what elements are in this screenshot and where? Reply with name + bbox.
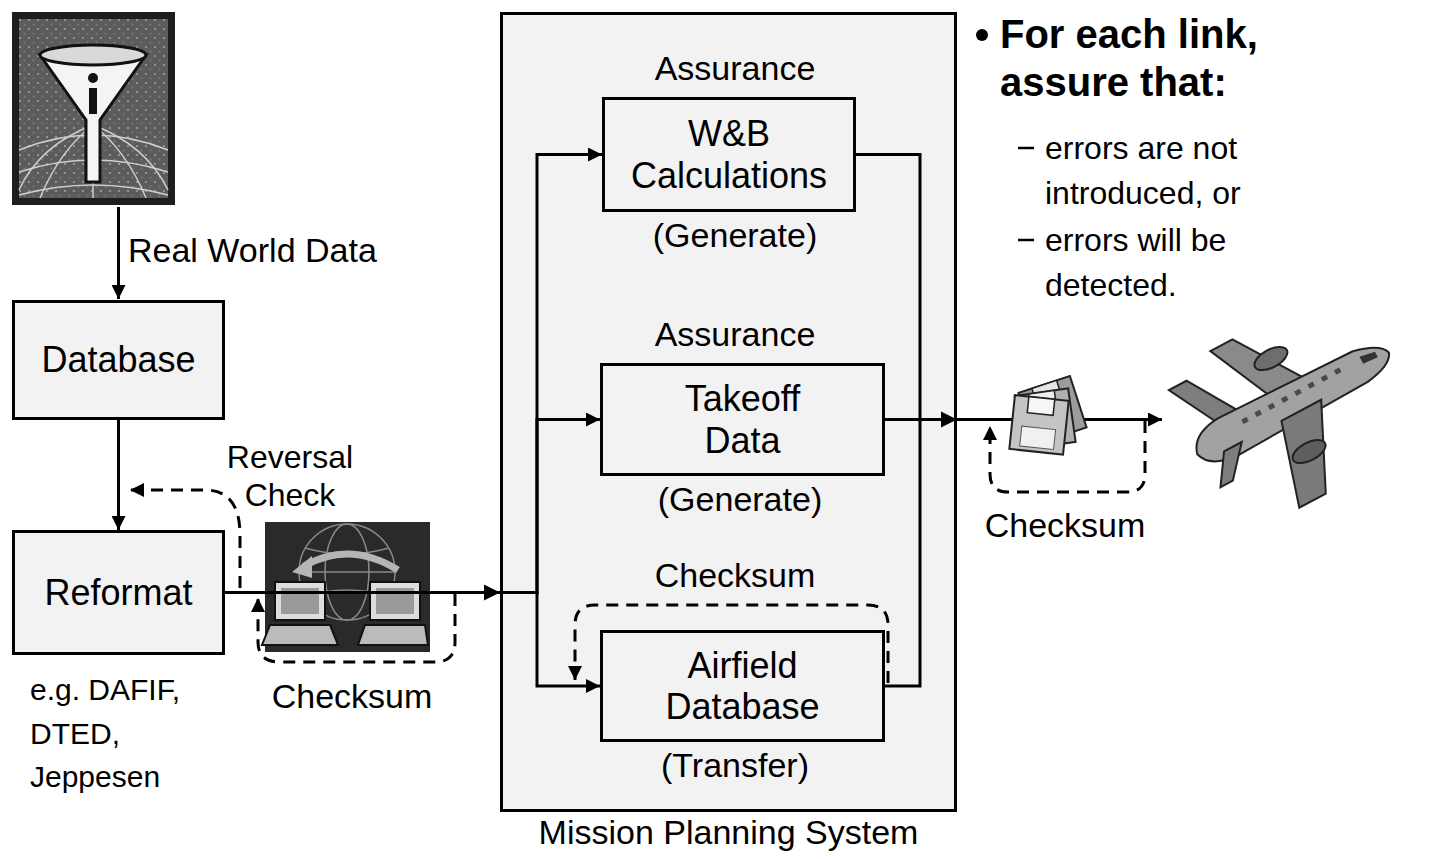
floppy-disk-icon — [1020, 426, 1056, 449]
airplane-picture — [1334, 368, 1342, 375]
info-funnel-icon — [19, 125, 93, 190]
annotation-label: e.g. DAFIF, DTED, Jeppesen — [30, 668, 205, 799]
floppy-disk-icon — [1027, 397, 1055, 416]
airplane-picture — [1289, 435, 1329, 468]
annotation-label: Checksum — [650, 555, 820, 596]
airplane-picture — [1268, 403, 1276, 410]
flow-connector — [225, 593, 600, 687]
floppy-disk-icon — [1009, 395, 1068, 454]
label-slot: errors are not introduced, or — [1045, 126, 1285, 216]
annotation-label: Real World Data — [128, 230, 408, 271]
annotation-label: Reversal Check — [210, 438, 370, 515]
label-slot: (Transfer) — [640, 745, 830, 786]
info-funnel-icon — [12, 12, 175, 205]
info-funnel-icon — [40, 55, 146, 182]
flow-connector — [225, 155, 602, 593]
label-slot: Checksum — [262, 676, 442, 717]
system-title: Mission Planning System — [503, 814, 954, 851]
airplane-picture — [1307, 382, 1315, 389]
flow-connector — [117, 420, 120, 530]
annotation-label: errors will be detected. — [1045, 218, 1285, 308]
label-slot: Assurance — [640, 314, 830, 355]
label-slot: (Generate) — [630, 215, 840, 256]
info-funnel-icon — [40, 45, 146, 65]
info-funnel-icon — [88, 73, 98, 83]
info-funnel-icon — [19, 19, 168, 198]
network-transfer-icon — [299, 571, 395, 573]
floppy-disk-icon — [1009, 395, 1068, 454]
label-slot: For each link, assure that: — [1000, 10, 1340, 106]
airplane-picture — [1241, 417, 1249, 424]
airplane-picture — [1259, 400, 1361, 508]
annotation-label: errors are not introduced, or — [1045, 126, 1285, 216]
network-transfer-icon — [262, 625, 338, 645]
annotation-label: (Transfer) — [640, 745, 830, 786]
annotation-label: Checksum — [262, 676, 442, 717]
process-box: Takeoff Data — [600, 363, 885, 476]
sub-bullet-dash — [1018, 239, 1034, 242]
info-funnel-icon — [19, 19, 168, 198]
label-slot: Reversal Check — [210, 438, 370, 515]
network-transfer-icon — [370, 582, 420, 620]
info-funnel-icon — [93, 125, 168, 190]
bullet-dot — [976, 29, 988, 41]
system-boundary-box: Mission Planning SystemW&B CalculationsT… — [500, 12, 957, 812]
sub-bullet-dash — [1018, 147, 1034, 150]
process-box: Database — [12, 300, 225, 420]
network-transfer-icon — [304, 554, 398, 570]
label-slot: Checksum — [650, 555, 820, 596]
process-box: Reformat — [12, 530, 225, 655]
process-box: Airfield Database — [600, 630, 885, 742]
annotation-label: Checksum — [980, 505, 1150, 546]
bullet-heading: For each link, assure that: — [1000, 10, 1340, 106]
airplane-picture — [1321, 375, 1329, 382]
process-box: W&B Calculations — [602, 97, 856, 212]
box-label: Database — [41, 339, 195, 380]
info-funnel-icon — [12, 12, 175, 205]
data-feed-arrow — [117, 207, 120, 299]
label-slot: Real World Data — [128, 230, 408, 271]
system-panel-fill — [500, 12, 957, 812]
info-funnel-icon — [89, 88, 97, 114]
label-slot: e.g. DAFIF, DTED, Jeppesen — [30, 668, 205, 799]
box-label: Takeoff Data — [653, 378, 833, 461]
label-slot: Assurance — [640, 48, 830, 89]
network-transfer-icon — [262, 522, 430, 652]
airplane-picture — [1206, 442, 1255, 487]
floppy-disk-icon — [1009, 376, 1086, 454]
box-label: Reformat — [44, 572, 192, 613]
network-transfer-icon — [275, 582, 325, 620]
airplane-picture — [1359, 349, 1377, 364]
network-transfer-icon — [358, 625, 428, 645]
airplane-picture — [1294, 389, 1302, 396]
airplane-picture — [1157, 277, 1432, 538]
box-label: Airfield Database — [643, 645, 843, 728]
annotation-label: (Generate) — [630, 215, 840, 256]
airplane-picture — [1281, 396, 1289, 403]
box-label: W&B Calculations — [614, 113, 844, 196]
airplane-picture — [1251, 342, 1291, 375]
network-transfer-icon — [292, 556, 312, 578]
label-slot: Checksum — [980, 505, 1150, 546]
annotation-label: Assurance — [640, 48, 830, 89]
airplane-picture — [1254, 410, 1262, 417]
annotation-label: Assurance — [640, 314, 830, 355]
label-slot: errors will be detected. — [1045, 218, 1285, 308]
label-slot: (Generate) — [635, 479, 845, 520]
annotation-label: (Generate) — [635, 479, 845, 520]
